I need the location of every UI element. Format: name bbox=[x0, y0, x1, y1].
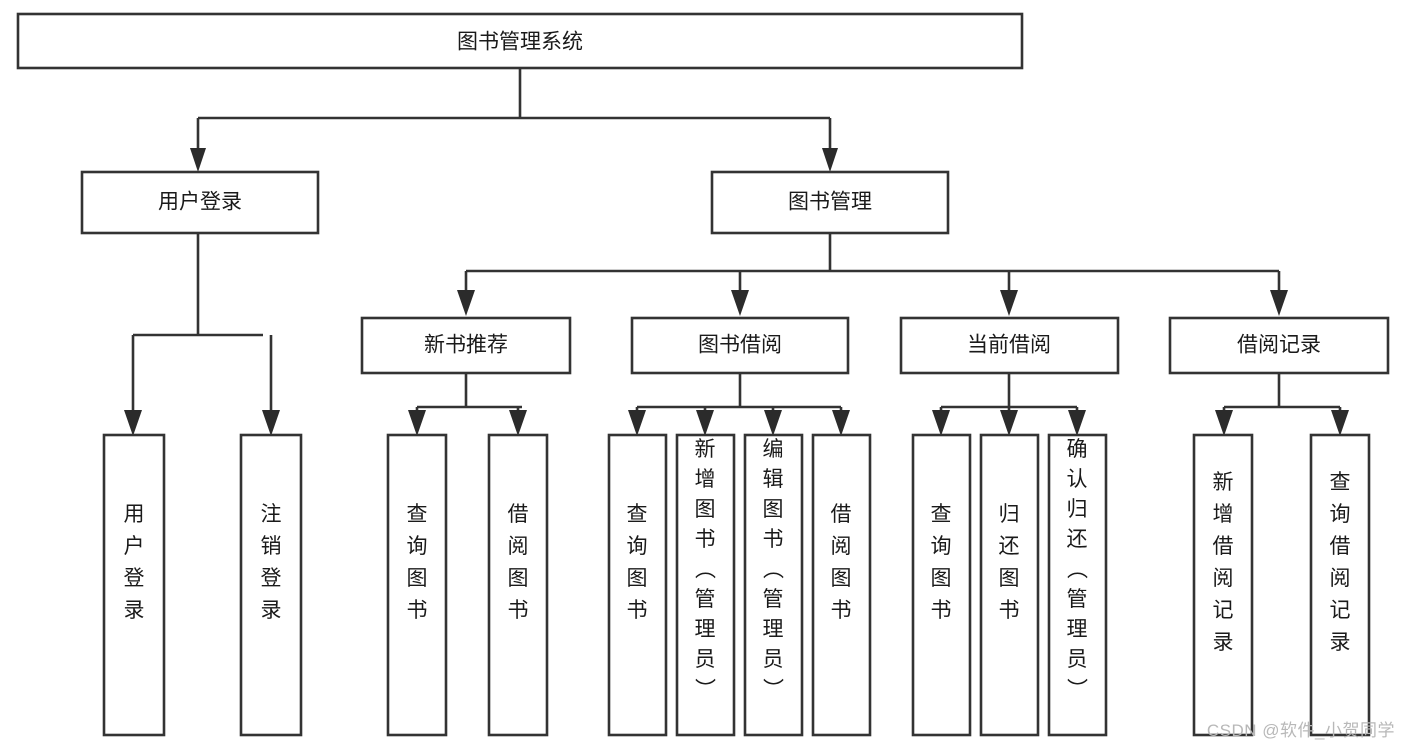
connector-group-current-borrow bbox=[932, 373, 1086, 436]
leaf-query-book-1[interactable]: 查询图书 bbox=[386, 433, 448, 737]
leaf-query-book-2-box[interactable] bbox=[607, 433, 668, 737]
node-user-login[interactable]: 用户登录 bbox=[80, 170, 320, 235]
leaf-borrow-book-1[interactable]: 借阅图书 bbox=[487, 433, 549, 737]
leaf-query-record-label: 查询借阅记录 bbox=[1330, 471, 1351, 654]
leaf-add-book-label: 新增图书（管理员） bbox=[695, 438, 717, 701]
leaf-edit-book-box[interactable] bbox=[743, 433, 804, 737]
node-borrow-record-label: 借阅记录 bbox=[1237, 334, 1321, 357]
leaf-query-record-box[interactable] bbox=[1309, 433, 1371, 737]
arrow-to-leaf-query-book-3 bbox=[932, 410, 950, 436]
leaf-borrow-book-2-label: 借阅图书 bbox=[831, 503, 852, 622]
node-current-borrow-box[interactable] bbox=[899, 316, 1120, 375]
leaf-return-book-box[interactable] bbox=[979, 433, 1040, 737]
arrow-to-borrow-record bbox=[1270, 290, 1288, 316]
leaf-query-book-2-label: 查询图书 bbox=[627, 503, 648, 622]
leaf-logout-login[interactable]: 注销登录 bbox=[239, 433, 303, 737]
leaf-return-book-label: 归还图书 bbox=[999, 503, 1020, 622]
arrow-root-to-book-manage bbox=[822, 148, 838, 172]
arrow-to-leaf-edit-book bbox=[764, 410, 782, 436]
leaf-query-record[interactable]: 查询借阅记录 bbox=[1309, 433, 1371, 737]
leaf-borrow-book-2[interactable]: 借阅图书 bbox=[811, 433, 872, 737]
leaf-query-book-2[interactable]: 查询图书 bbox=[607, 433, 668, 737]
connector-group-new-book-recommend bbox=[408, 373, 527, 436]
leaf-user-login-label: 用户登录 bbox=[124, 503, 145, 622]
node-book-borrow-box[interactable] bbox=[630, 316, 850, 375]
leaf-logout-login-box[interactable] bbox=[239, 433, 303, 737]
leaf-add-record[interactable]: 新增借阅记录 bbox=[1192, 433, 1254, 737]
node-current-borrow-label: 当前借阅 bbox=[967, 334, 1051, 357]
arrow-to-leaf-return-book bbox=[1000, 410, 1018, 436]
arrow-to-leaf-user-login bbox=[124, 410, 142, 436]
connector-group-book-manage bbox=[457, 233, 1288, 316]
node-book-manage-box[interactable] bbox=[710, 170, 950, 235]
arrow-to-leaf-borrow-book-1 bbox=[509, 410, 527, 436]
leaf-add-book[interactable]: 新增图书（管理员） bbox=[675, 433, 736, 737]
node-book-borrow-label: 图书借阅 bbox=[698, 334, 782, 357]
leaf-query-book-1-label: 查询图书 bbox=[407, 503, 428, 622]
node-user-login-box[interactable] bbox=[80, 170, 320, 235]
node-book-manage[interactable]: 图书管理 bbox=[710, 170, 950, 235]
connector-group-book-borrow bbox=[628, 373, 850, 436]
leaf-query-book-1-box[interactable] bbox=[386, 433, 448, 737]
leaf-add-book-box[interactable] bbox=[675, 433, 736, 737]
leaf-user-login[interactable]: 用户登录 bbox=[102, 433, 166, 737]
node-root-label: 图书管理系统 bbox=[457, 31, 583, 54]
arrow-to-leaf-query-book-2 bbox=[628, 410, 646, 436]
node-book-manage-label: 图书管理 bbox=[788, 191, 872, 214]
leaf-add-record-label: 新增借阅记录 bbox=[1213, 471, 1234, 654]
node-new-book-recommend[interactable]: 新书推荐 bbox=[360, 316, 572, 375]
arrow-to-book-borrow bbox=[731, 290, 749, 316]
arrow-to-leaf-query-record bbox=[1331, 410, 1349, 436]
leaf-confirm-return[interactable]: 确认归还（管理员） bbox=[1047, 433, 1108, 737]
leaf-borrow-book-1-label: 借阅图书 bbox=[508, 503, 529, 622]
arrow-to-leaf-add-book bbox=[696, 410, 714, 436]
node-borrow-record-box[interactable] bbox=[1168, 316, 1390, 375]
leaf-query-book-3-label: 查询图书 bbox=[931, 503, 952, 622]
node-new-book-recommend-box[interactable] bbox=[360, 316, 572, 375]
leaf-logout-login-label: 注销登录 bbox=[261, 503, 282, 622]
arrow-to-new-book-recommend bbox=[457, 290, 475, 316]
csdn-watermark: CSDN @软件_小贺同学 bbox=[1206, 721, 1395, 740]
node-book-borrow[interactable]: 图书借阅 bbox=[630, 316, 850, 375]
leaf-add-record-box[interactable] bbox=[1192, 433, 1254, 737]
leaf-return-book[interactable]: 归还图书 bbox=[979, 433, 1040, 737]
leaf-confirm-return-box[interactable] bbox=[1047, 433, 1108, 737]
arrow-root-to-user-login bbox=[190, 148, 206, 172]
arrow-to-leaf-logout-login bbox=[262, 410, 280, 436]
leaf-user-login-box[interactable] bbox=[102, 433, 166, 737]
leaf-borrow-book-2-box[interactable] bbox=[811, 433, 872, 737]
node-root[interactable]: 图书管理系统 bbox=[16, 12, 1024, 70]
node-borrow-record[interactable]: 借阅记录 bbox=[1168, 316, 1390, 375]
leaf-query-book-3-box[interactable] bbox=[911, 433, 972, 737]
node-current-borrow[interactable]: 当前借阅 bbox=[899, 316, 1120, 375]
leaf-edit-book-label: 编辑图书（管理员） bbox=[763, 438, 785, 701]
leaf-query-book-3[interactable]: 查询图书 bbox=[911, 433, 972, 737]
arrow-to-leaf-confirm-return bbox=[1068, 410, 1086, 436]
connector-group-root bbox=[190, 68, 838, 172]
leaf-confirm-return-label: 确认归还（管理员） bbox=[1067, 438, 1089, 701]
leaf-edit-book[interactable]: 编辑图书（管理员） bbox=[743, 433, 804, 737]
arrow-to-current-borrow bbox=[1000, 290, 1018, 316]
arrow-to-leaf-add-record bbox=[1215, 410, 1233, 436]
arrow-to-leaf-borrow-book-2 bbox=[832, 410, 850, 436]
connector-group-user-login bbox=[124, 233, 280, 436]
arrow-to-leaf-query-book-1 bbox=[408, 410, 426, 436]
node-new-book-recommend-label: 新书推荐 bbox=[424, 334, 508, 357]
leaf-borrow-book-1-box[interactable] bbox=[487, 433, 549, 737]
node-root-box[interactable] bbox=[16, 12, 1024, 70]
node-user-login-label: 用户登录 bbox=[158, 191, 242, 214]
connector-group-borrow-record bbox=[1215, 373, 1349, 436]
